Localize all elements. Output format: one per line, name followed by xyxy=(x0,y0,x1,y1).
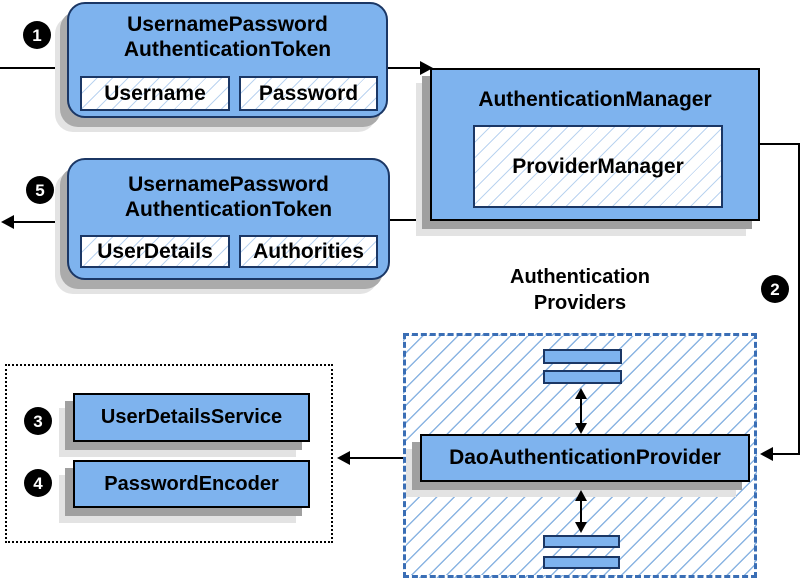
step-4-badge: 4 xyxy=(24,469,52,497)
password-encoder-box: PasswordEncoder xyxy=(73,460,310,508)
step-5-badge: 5 xyxy=(26,176,54,204)
user-details-service-box: UserDetailsService xyxy=(73,393,310,442)
bidir-arrow-top-down-icon xyxy=(575,423,587,434)
authentication-manager-title: AuthenticationManager xyxy=(478,88,712,111)
flow-line-token-to-manager xyxy=(388,67,422,69)
step-1-badge: 1 xyxy=(23,21,51,49)
step-2-badge: 2 xyxy=(761,275,789,303)
response-token-box: UsernamePassword AuthenticationToken Use… xyxy=(67,158,390,280)
request-token-title: UsernamePassword AuthenticationToken xyxy=(123,13,332,61)
request-token-box: UsernamePassword AuthenticationToken Use… xyxy=(67,2,388,118)
provider-stack-top-bar-1 xyxy=(543,349,622,364)
arrowhead-out-left-icon xyxy=(1,215,14,229)
bidir-arrow-bottom-down-icon xyxy=(575,522,587,533)
flow-line-in xyxy=(0,67,68,69)
bidir-arrow-top-up-icon xyxy=(575,388,587,399)
provider-manager-box: ProviderManager xyxy=(473,125,723,208)
bidir-arrow-bottom-up-icon xyxy=(575,490,587,501)
providers-group-label: Authentication Providers xyxy=(510,266,650,314)
provider-stack-bottom-bar-2 xyxy=(543,556,620,569)
arrowhead-into-services-icon xyxy=(337,451,350,465)
provider-stack-top-bar-2 xyxy=(543,370,622,384)
dao-authentication-provider-box: DaoAuthenticationProvider xyxy=(420,434,750,482)
step-3-badge: 3 xyxy=(24,407,52,435)
authorities-field: Authorities xyxy=(239,235,378,268)
services-group-outline xyxy=(5,364,333,543)
flow-line-manager-to-token xyxy=(389,219,431,221)
provider-stack-bottom-bar-1 xyxy=(543,535,620,548)
flow-line-out xyxy=(13,221,68,223)
userdetails-field: UserDetails xyxy=(80,235,230,268)
password-field: Password xyxy=(239,76,378,111)
authentication-manager-box: AuthenticationManager ProviderManager xyxy=(430,68,760,221)
flow-line-right-vertical xyxy=(798,143,800,455)
bidir-arrow-top-shaft xyxy=(580,397,582,425)
response-token-title: UsernamePassword AuthenticationToken xyxy=(124,173,333,221)
arrowhead-into-provider-icon xyxy=(760,447,773,461)
arrowhead-into-manager-icon xyxy=(420,61,433,75)
flow-line-manager-right xyxy=(760,143,800,145)
flow-line-provider-to-services xyxy=(349,457,420,459)
flow-line-into-provider xyxy=(772,453,800,455)
bidir-arrow-bottom-shaft xyxy=(580,499,582,525)
username-field: Username xyxy=(80,76,230,111)
